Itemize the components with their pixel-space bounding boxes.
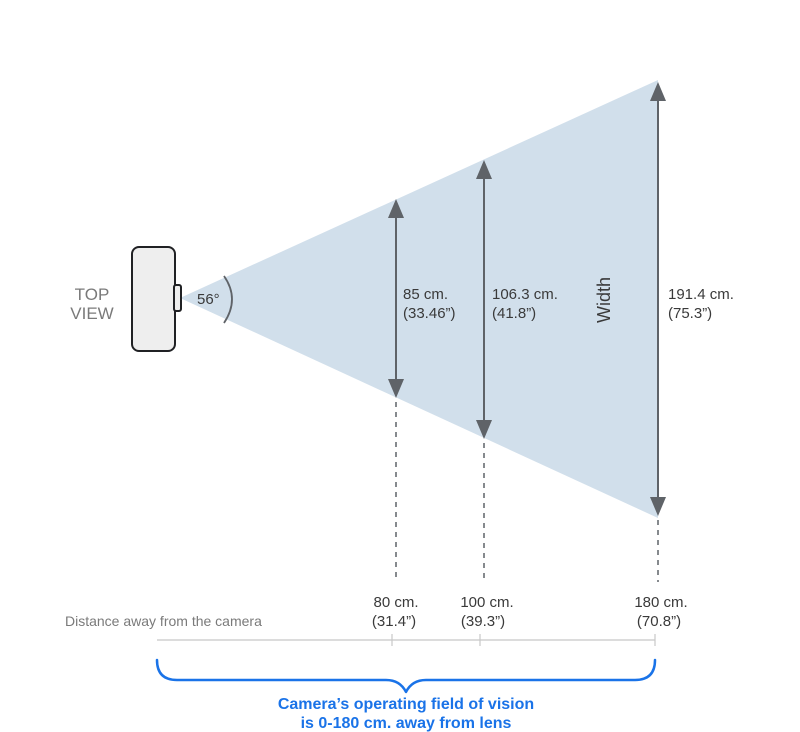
caption-line2: is 0-180 cm. away from lens <box>301 715 512 732</box>
width-label-85-in: (33.46”) <box>403 305 456 322</box>
width-label-191-in: (75.3”) <box>668 305 712 322</box>
width-label-191-cm: 191.4 cm. <box>668 286 734 303</box>
distance-label-180-cm: 180 cm. <box>634 594 687 611</box>
distance-label-80-in: (31.4”) <box>372 613 416 630</box>
distance-axis-label: Distance away from the camera <box>65 613 262 629</box>
width-arrow-85 <box>388 199 404 398</box>
angle-label: 56° <box>197 291 220 308</box>
width-axis-label: Width <box>594 277 614 323</box>
distance-label-100-cm: 100 cm. <box>460 594 513 611</box>
width-label-106-in: (41.8”) <box>492 305 536 322</box>
camera-lens <box>173 284 182 312</box>
caption-line1: Camera’s operating field of vision <box>278 696 534 713</box>
camera-body <box>131 246 176 352</box>
width-label-85-cm: 85 cm. <box>403 286 448 303</box>
distance-label-80-cm: 80 cm. <box>373 594 418 611</box>
range-brace <box>155 658 657 694</box>
width-label-106-cm: 106.3 cm. <box>492 286 558 303</box>
distance-label-180-in: (70.8”) <box>637 613 681 630</box>
top-view-label-line2: VIEW <box>70 304 113 323</box>
width-arrow-191 <box>650 82 666 516</box>
distance-label-100-in: (39.3”) <box>461 613 505 630</box>
angle-arc <box>223 275 233 324</box>
field-of-view-cone <box>180 80 658 518</box>
width-arrow-106 <box>476 160 492 439</box>
top-view-label-line1: TOP <box>75 285 110 304</box>
